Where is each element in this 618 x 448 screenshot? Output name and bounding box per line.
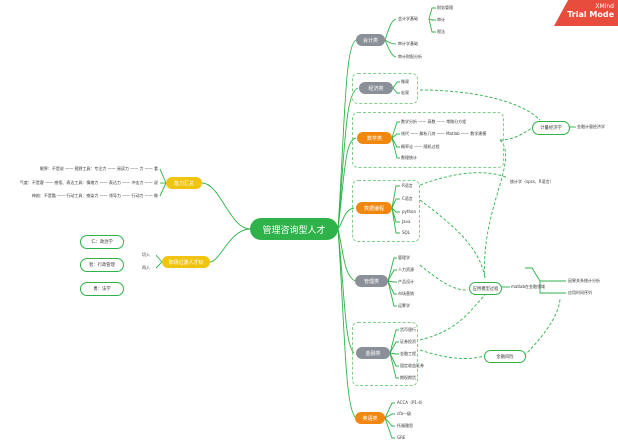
management-item[interactable]: 市场营销 <box>398 291 414 296</box>
math-item[interactable]: 数理统计 <box>401 155 417 160</box>
branch-finance[interactable]: 金融类 <box>356 347 390 359</box>
data-frame <box>352 180 420 242</box>
finance-frame <box>352 322 418 386</box>
econometrics-node[interactable]: 计量经济学 <box>532 121 570 135</box>
english-item[interactable]: ACCA（P1-4） <box>397 400 425 405</box>
branch-career-transition[interactable]: 职场过渡人才标 <box>162 256 210 268</box>
english-item[interactable]: 托福雅思 <box>397 423 413 428</box>
career-item[interactable]: 再入 <box>142 265 150 270</box>
left-node-law[interactable]: 勇：法学 <box>80 282 124 296</box>
career-item[interactable]: 切入 <box>142 252 150 257</box>
management-item[interactable]: 产品设计 <box>398 279 414 284</box>
accounting-item[interactable]: 财务管理 <box>437 5 453 10</box>
economics-item[interactable]: 宏观 <box>401 90 409 95</box>
apply-item[interactable]: 应用时间序列 <box>568 290 592 295</box>
management-item[interactable]: 人力资源 <box>398 267 414 272</box>
apply-process-node[interactable]: 应用模型过程 <box>469 282 502 295</box>
stats-software-label[interactable]: 统计学（spss、R语言） <box>510 179 554 184</box>
accounting-item[interactable]: 税法 <box>437 29 445 34</box>
finance-item[interactable]: 金融工程 <box>400 351 416 356</box>
english-item[interactable]: GRE <box>397 435 406 440</box>
finance-risk-node[interactable]: 金融风险 <box>484 350 526 363</box>
english-item[interactable]: cfa一级 <box>397 411 412 416</box>
central-topic[interactable]: 管理咨询型人才 <box>250 218 338 240</box>
math-item-label: Matlab <box>446 131 460 136</box>
branch-data-programming[interactable]: 数据编程 <box>356 202 392 214</box>
math-item-label: 解析几何 <box>419 131 436 136</box>
management-item[interactable]: 运筹学 <box>398 303 410 308</box>
math-item[interactable]: 概率论 —— 随机过程 <box>401 144 440 149</box>
data-item[interactable]: SQL <box>402 230 410 235</box>
economics-frame <box>352 73 418 104</box>
branch-english[interactable]: 英语类 <box>355 412 385 424</box>
ability-line[interactable]: 神韵：不是酷 —— 行动工具：感染力 —— 领导力 —— 行动力 —— 做 <box>31 193 158 198</box>
finance-item[interactable]: 固定收益证券 <box>400 363 424 368</box>
watermark-line1: XMind <box>595 3 614 10</box>
math-item-label: 数学建模 <box>470 131 487 136</box>
math-item-label: 数学分析 <box>401 119 417 124</box>
data-item[interactable]: Java <box>402 219 411 224</box>
math-item[interactable]: 数学分析 —— 高数 —— 常微分方程 <box>401 119 467 124</box>
apply-tools-label[interactable]: matlab在金融领域 <box>511 284 546 289</box>
branch-accounting[interactable]: 会计类 <box>356 34 385 46</box>
data-item[interactable]: python <box>402 209 416 214</box>
management-item[interactable]: 管理学 <box>398 255 410 260</box>
math-econometrics-label[interactable]: 金融计量经济学 <box>577 124 605 129</box>
branch-economics[interactable]: 经济类 <box>359 82 393 94</box>
branch-math[interactable]: 数学类 <box>357 132 392 144</box>
ability-line[interactable]: 气度：不是客 —— 感悟、表达工具：情绪力 —— 表达力 —— 冲击力 —— 说 <box>19 180 158 185</box>
apply-item[interactable]: 因果关系统计分析 <box>568 278 600 283</box>
math-item-label: 线代 <box>401 131 409 136</box>
left-node-administration[interactable]: 智：行政管理 <box>80 258 124 272</box>
math-item-label: 高数 <box>427 119 436 124</box>
data-item[interactable]: R语言 <box>402 183 413 188</box>
data-item[interactable]: C语言 <box>402 196 413 201</box>
finance-item[interactable]: 证券投资 <box>400 339 416 344</box>
math-item-label: 概率论 <box>401 144 413 149</box>
branch-ability-summary[interactable]: 能力汇总 <box>166 177 202 189</box>
branch-management[interactable]: 管理类 <box>355 275 388 287</box>
finance-item[interactable]: 期权期货 <box>400 375 416 380</box>
left-node-politics[interactable]: 仁：政治学 <box>80 235 124 249</box>
accounting-item[interactable]: 审计财报分析 <box>398 54 422 59</box>
accounting-item[interactable]: 会计学基础 <box>398 16 418 21</box>
finance-item[interactable]: 货币银行 <box>400 327 416 332</box>
watermark-line2: Trial Mode <box>567 10 614 19</box>
accounting-item[interactable]: 审计 <box>437 17 445 22</box>
math-item-label: 常微分方程 <box>446 119 467 124</box>
ability-line[interactable]: 眼界：不是说 —— 视野工具：专注力 —— 阅读力 —— 力 —— 看 <box>39 166 158 171</box>
accounting-item[interactable]: 审计学基础 <box>398 41 418 46</box>
math-item[interactable]: 线代 —— 解析几何 —— Matlab —— 数学建模 <box>401 131 487 136</box>
math-frame <box>352 112 504 168</box>
math-item-label: 随机过程 <box>423 144 440 149</box>
economics-item[interactable]: 微观 <box>401 79 409 84</box>
